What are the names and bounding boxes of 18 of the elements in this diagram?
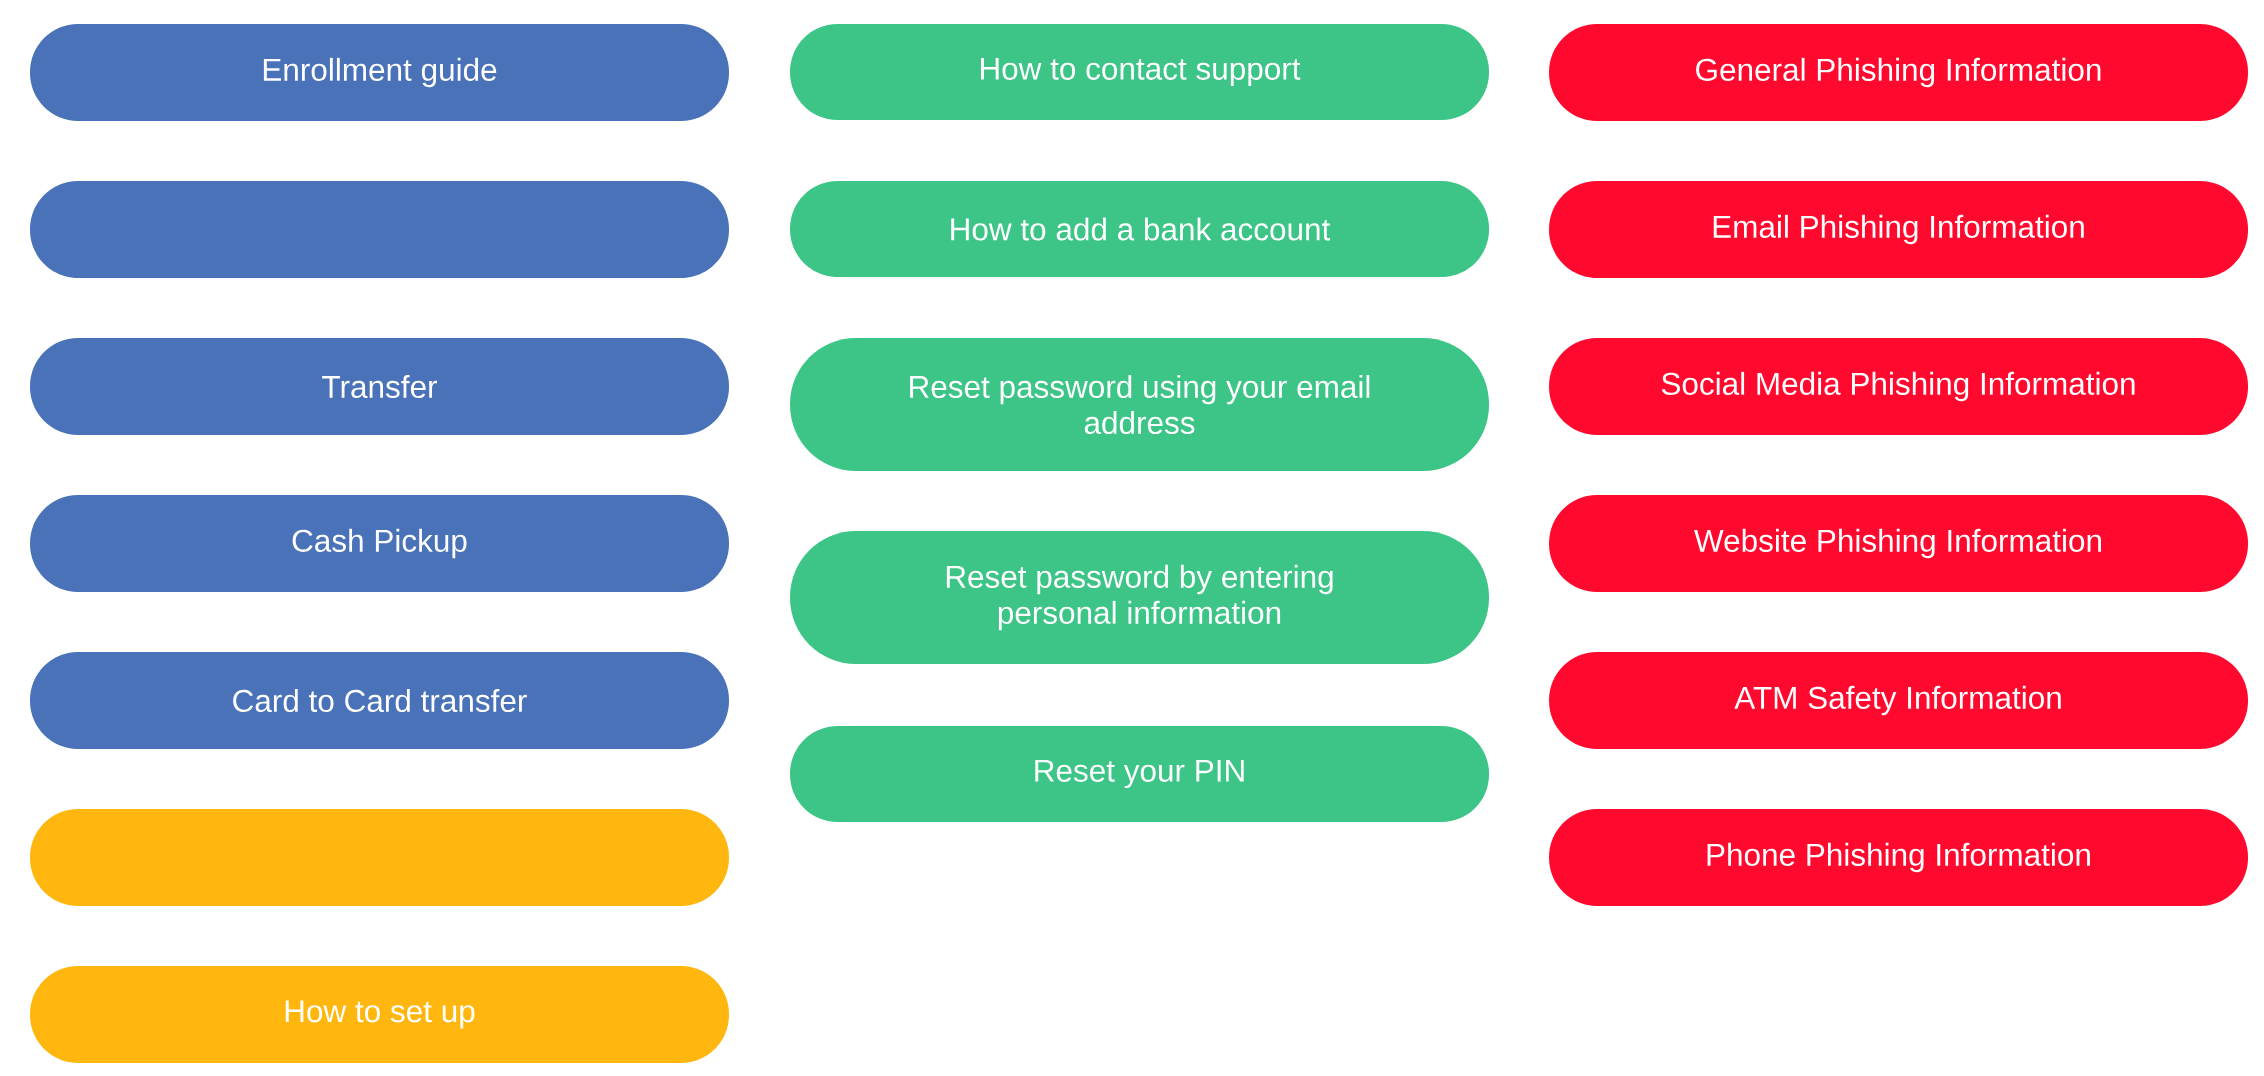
rounded-button: Transfer: [30, 338, 729, 435]
rounded-button: Social Media Phishing Information: [1549, 338, 2249, 435]
rounded-button: [30, 809, 729, 906]
rounded-button: Enrollment guide: [30, 24, 729, 121]
rounded-button: General Phishing Information: [1549, 24, 2249, 121]
rounded-button: Reset password by entering personal information: [790, 531, 1489, 664]
rounded-button: Website Phishing Information: [1549, 495, 2249, 592]
rounded-button: Phone Phishing Information: [1549, 809, 2249, 906]
rounded-button: How to set up: [30, 966, 729, 1063]
rounded-button: [30, 181, 729, 278]
rounded-button: Email Phishing Information: [1549, 181, 2249, 278]
rounded-button: Reset your PIN: [790, 726, 1489, 822]
rounded-button: Reset password using your email address: [790, 338, 1489, 471]
rounded-button: ATM Safety Information: [1549, 652, 2249, 749]
rounded-button: Card to Card transfer: [30, 652, 729, 749]
rounded-button: Cash Pickup: [30, 495, 729, 592]
rounded-button: How to add a bank account: [790, 181, 1489, 277]
rounded-button: How to contact support: [790, 24, 1489, 120]
